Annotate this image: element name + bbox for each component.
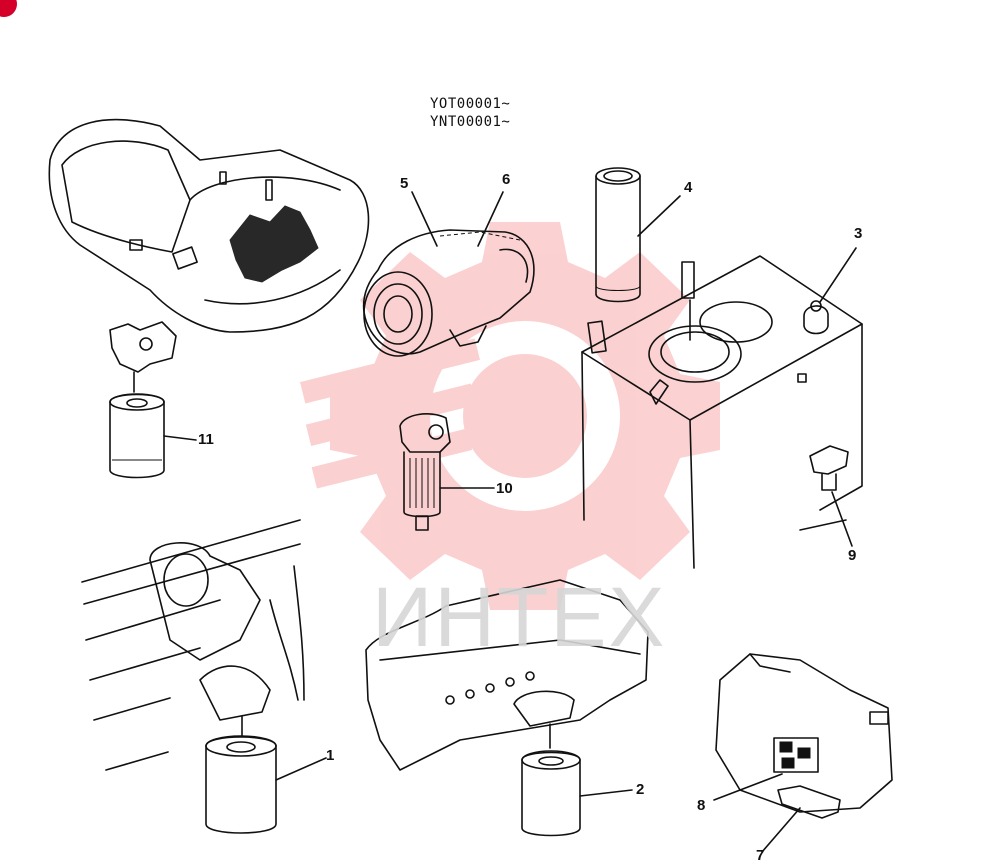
- callout-11: 11: [198, 431, 214, 448]
- callout-6: 6: [502, 171, 511, 188]
- callout-2: 2: [636, 781, 645, 798]
- gear-watermark-icon: [300, 222, 720, 610]
- part-5-6-air-cleaner: [362, 191, 535, 357]
- callout-10: 10: [496, 480, 513, 497]
- part-4-strainer-element: [595, 167, 681, 303]
- callout-7: 7: [756, 847, 765, 864]
- callout-1: 1: [326, 747, 335, 764]
- corner-mark-icon: [0, 0, 17, 17]
- callout-8: 8: [697, 797, 706, 814]
- serial-number-2: YNT00001~: [430, 114, 511, 130]
- hydraulic-tank-illustration: [581, 247, 863, 569]
- engine-hood-illustration: [48, 118, 370, 333]
- watermark-text: ИНТЕХ: [372, 570, 667, 664]
- part-10-inline-filter: [399, 413, 495, 531]
- part-1-oil-filter: [81, 519, 327, 834]
- serial-number-1: YOT00001~: [430, 96, 511, 112]
- part-11-fuel-filter: [109, 321, 197, 479]
- part-2-engine-filter: [365, 579, 649, 837]
- callout-4: 4: [684, 179, 693, 196]
- part-7-8-controller: [713, 653, 893, 853]
- callout-9: 9: [848, 547, 857, 564]
- callout-3: 3: [854, 225, 863, 242]
- callout-5: 5: [400, 175, 409, 192]
